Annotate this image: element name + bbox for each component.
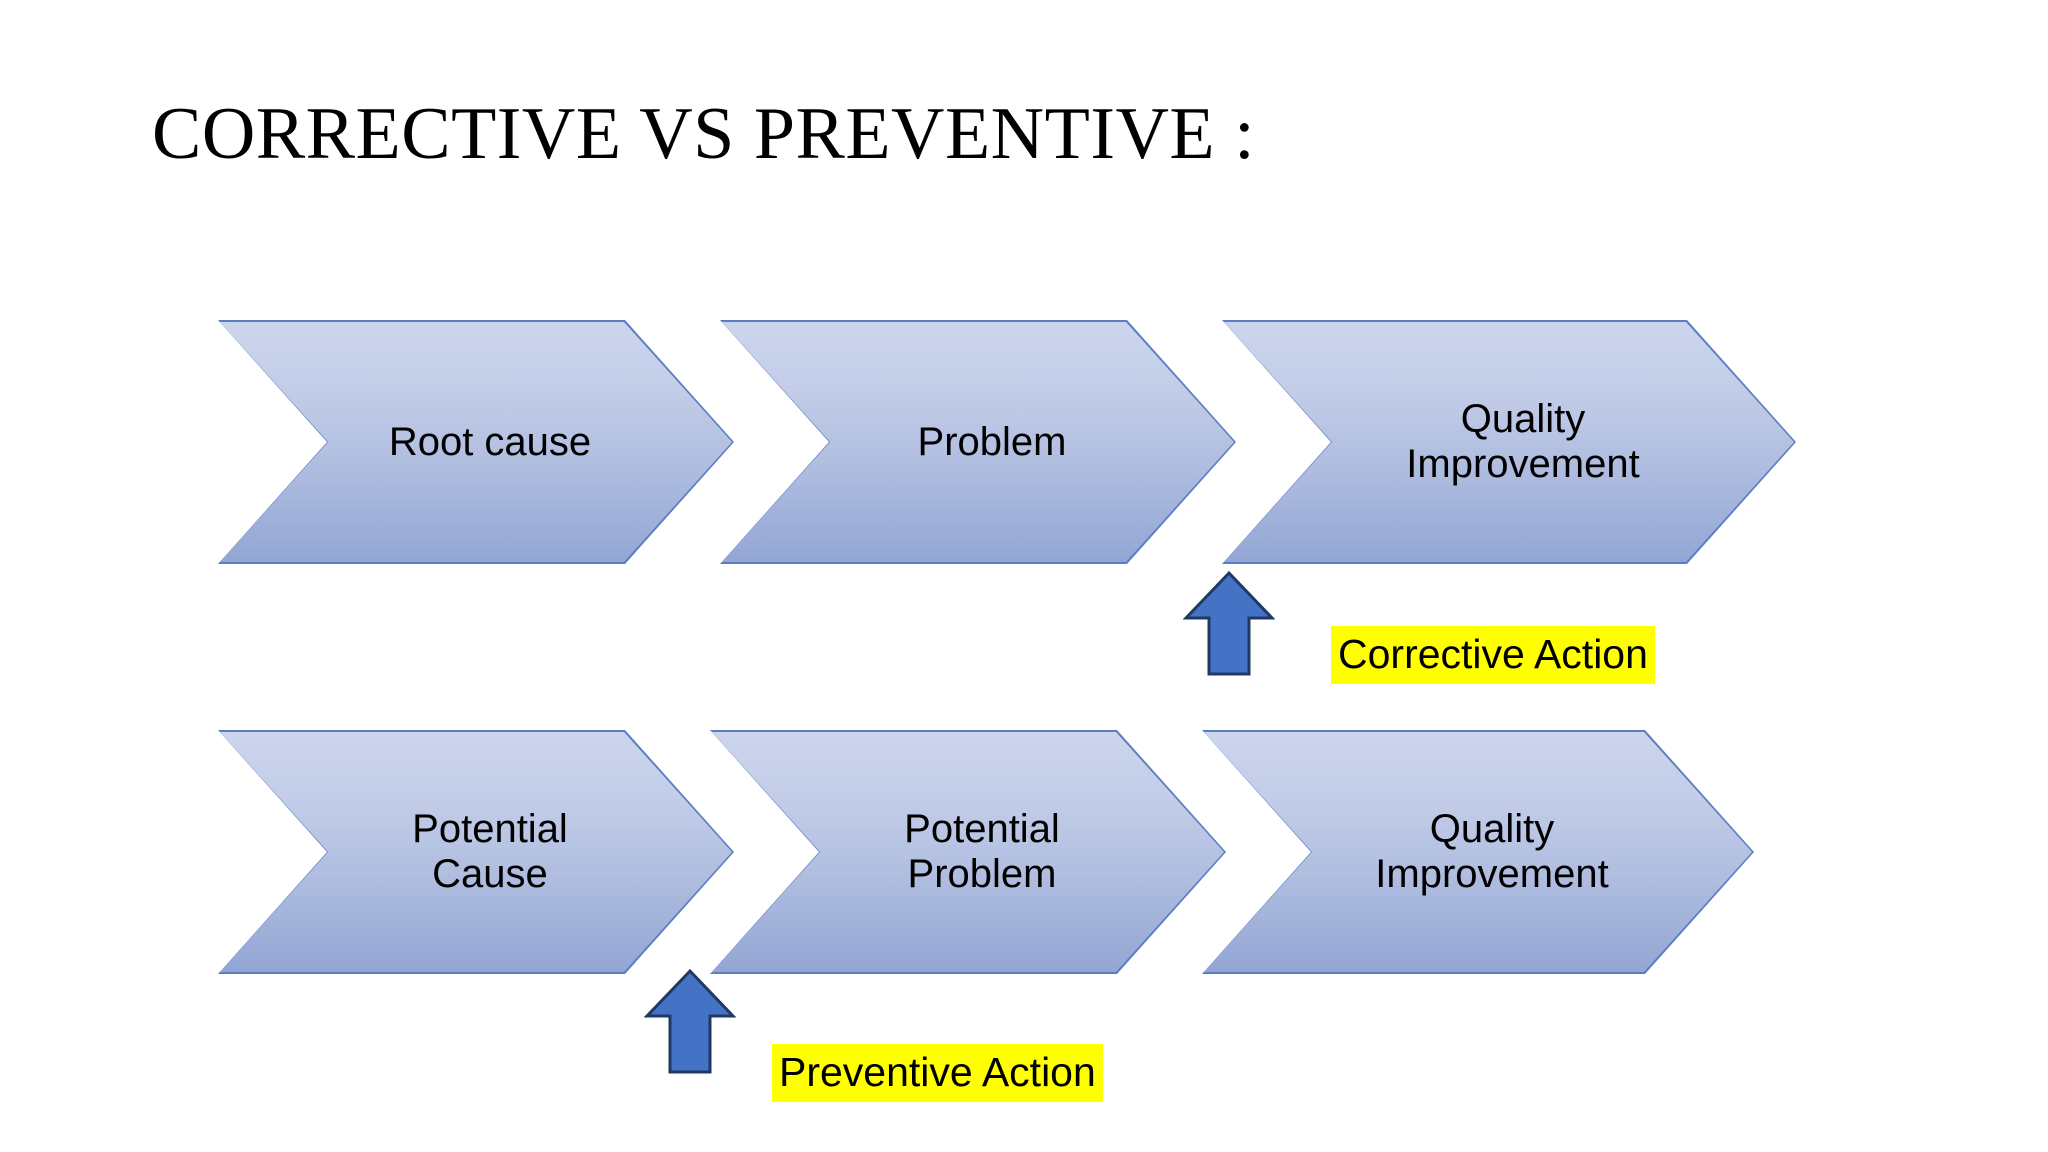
status-badge-corrective-action: Corrective Action bbox=[1331, 626, 1655, 685]
chevron-potential-problem[interactable]: Potential Problem bbox=[712, 732, 1224, 972]
chevron-label-potential-problem: Potential Problem bbox=[904, 807, 1060, 896]
chevron-quality-improvement-corrective[interactable]: Quality Improvement bbox=[1224, 322, 1794, 562]
chevron-label-root-cause: Root cause bbox=[388, 419, 592, 464]
chevron-label-problem: Problem bbox=[917, 419, 1067, 464]
status-badge-preventive-action: Preventive Action bbox=[772, 1044, 1103, 1103]
preventive-flow-row: Potential Cause Potential Problem Qualit… bbox=[0, 732, 2048, 972]
chevron-label-quality-improvement-2: Quality Improvement bbox=[1375, 807, 1609, 896]
chevron-problem[interactable]: Problem bbox=[722, 322, 1234, 562]
chevron-label-quality-improvement-1: Quality Improvement bbox=[1406, 397, 1640, 486]
corrective-flow-row: Root cause Problem Quality Improvement bbox=[0, 322, 2048, 562]
up-arrow-icon-corrective bbox=[1183, 570, 1275, 678]
chevron-label-potential-cause: Potential Cause bbox=[412, 807, 568, 896]
page-title: CORRECTIVE VS PREVENTIVE : bbox=[152, 93, 1256, 175]
up-arrow-icon-preventive bbox=[644, 968, 736, 1076]
chevron-root-cause[interactable]: Root cause bbox=[220, 322, 732, 562]
chevron-potential-cause[interactable]: Potential Cause bbox=[220, 732, 732, 972]
chevron-quality-improvement-preventive[interactable]: Quality Improvement bbox=[1204, 732, 1752, 972]
